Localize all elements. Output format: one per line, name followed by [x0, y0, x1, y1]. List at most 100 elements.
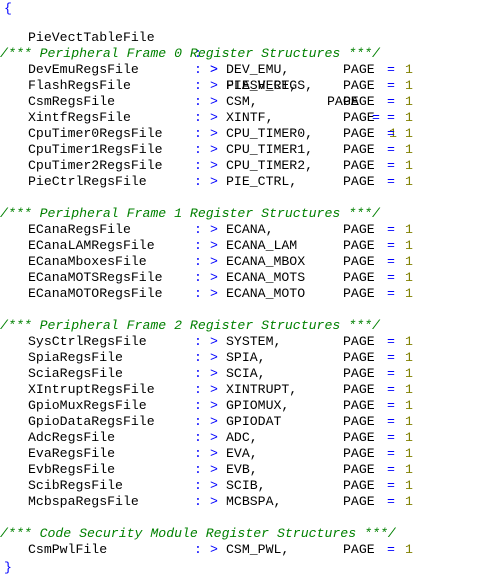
page-keyword: PAGE [343, 238, 375, 253]
memory-name: ECanaMOTSRegsFile [28, 270, 163, 285]
equals-operator: = [372, 110, 380, 125]
greater-than-operator: > [210, 382, 218, 397]
colon-operator: : [194, 222, 202, 237]
memory-name: CsmRegsFile [28, 94, 116, 109]
memory-name: SciaRegsFile [28, 366, 123, 381]
memory-name: CpuTimer0RegsFile [28, 126, 163, 141]
equals-operator: = [387, 110, 395, 125]
colon-operator: : [194, 446, 202, 461]
equals-operator: = [387, 382, 395, 397]
page-keyword: PAGE [343, 446, 375, 461]
memory-name: DevEmuRegsFile [28, 62, 139, 77]
greater-than-operator: > [210, 350, 218, 365]
greater-than-operator: > [210, 286, 218, 301]
section-name: ADC, [226, 430, 258, 445]
page-keyword: PAGE [343, 334, 375, 349]
page-number: 1 [389, 126, 397, 141]
memory-name: PieCtrlRegsFile [28, 174, 147, 189]
colon-operator: : [194, 478, 202, 493]
page-number: 1 [405, 414, 413, 429]
page-number: 1 [405, 350, 413, 365]
page-keyword: PAGE [343, 542, 375, 557]
page-keyword: PAGE [343, 254, 375, 269]
greater-than-operator: > [210, 142, 218, 157]
memory-name: ECanaMOTORegsFile [28, 286, 163, 301]
page-number: 1 [405, 494, 413, 509]
greater-than-operator: > [210, 62, 218, 77]
colon-operator: : [194, 462, 202, 477]
page-keyword: PAGE [343, 174, 375, 189]
memory-name: ECanaRegsFile [28, 222, 131, 237]
memory-name: CsmPwlFile [28, 542, 108, 557]
section-name: XINTRUPT, [226, 382, 298, 397]
colon-operator: : [194, 142, 202, 157]
section-name: CPU_TIMER1, [226, 142, 314, 157]
equals-operator: = [387, 494, 395, 509]
page-keyword: PAGE [343, 414, 375, 429]
colon-operator: : [194, 62, 202, 77]
memory-name: SpiaRegsFile [28, 350, 123, 365]
greater-than-operator: > [210, 446, 218, 461]
greater-than-operator: > [210, 94, 218, 109]
greater-than-operator: > [210, 478, 218, 493]
section-name: EVB, [226, 462, 258, 477]
greater-than-operator: > [210, 62, 218, 77]
memory-name: CpuTimer1RegsFile [28, 142, 163, 157]
section-name: ECANA_LAM [226, 238, 298, 253]
page-number: 1 [405, 462, 413, 477]
section-name: PIE_CTRL, [226, 174, 298, 189]
page-number: 1 [405, 222, 413, 237]
greater-than-operator: > [210, 430, 218, 445]
memory-name: SysCtrlRegsFile [28, 334, 147, 349]
section-name: GPIOMUX, [226, 398, 290, 413]
page-number: 1 [405, 78, 413, 93]
equals-operator: = [387, 126, 395, 141]
equals-operator: = [387, 366, 395, 381]
colon-operator: : [194, 270, 202, 285]
greater-than-operator: > [210, 174, 218, 189]
page-number: 1 [405, 62, 413, 77]
equals-operator: = [387, 238, 395, 253]
section-name: ECANA, [226, 222, 274, 237]
section-name: ECANA_MOTS [226, 270, 306, 285]
colon-operator: : [194, 110, 202, 125]
equals-operator: = [387, 350, 395, 365]
colon-operator: : [194, 286, 202, 301]
page-keyword: PAGE [343, 462, 375, 477]
colon-operator: : [194, 542, 202, 557]
comment-frame0: /*** Peripheral Frame 0 Register Structu… [0, 46, 380, 61]
brace-open: { [4, 1, 12, 16]
page-number: 1 [405, 478, 413, 493]
greater-than-operator: > [210, 398, 218, 413]
code-line-pie-vect: PieVectTableFile : > PIE_VECT, PAGE = 1 [0, 14, 397, 141]
equals-operator: = [387, 158, 395, 173]
equals-operator: = [387, 270, 395, 285]
equals-operator: = [387, 142, 395, 157]
equals-operator: = [387, 542, 395, 557]
section-name: CSM, [226, 94, 258, 109]
colon-operator: : [194, 174, 202, 189]
greater-than-operator: > [210, 222, 218, 237]
page-keyword: PAGE [343, 94, 375, 109]
greater-than-operator: > [210, 126, 218, 141]
page-keyword: PAGE [343, 350, 375, 365]
section-name: CPU_TIMER0, [226, 126, 314, 141]
greater-than-operator: > [210, 542, 218, 557]
page-number: 1 [405, 382, 413, 397]
equals-operator: = [387, 286, 395, 301]
page-number: 1 [405, 446, 413, 461]
memory-name: AdcRegsFile [28, 430, 116, 445]
page-keyword: PAGE [343, 382, 375, 397]
page-keyword: PAGE [343, 142, 375, 157]
page-number: 1 [405, 126, 413, 141]
colon-operator: : [194, 238, 202, 253]
colon-operator: : [194, 430, 202, 445]
page-number: 1 [405, 334, 413, 349]
colon-operator: : [194, 94, 202, 109]
page-keyword: PAGE [343, 478, 375, 493]
greater-than-operator: > [210, 254, 218, 269]
section-name: SYSTEM, [226, 334, 282, 349]
page-number: 1 [405, 238, 413, 253]
page-keyword: PAGE [343, 126, 375, 141]
